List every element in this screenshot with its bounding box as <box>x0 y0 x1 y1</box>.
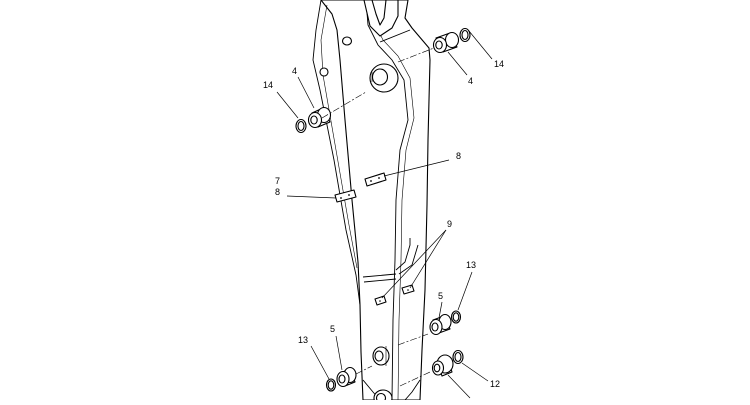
lower-boss <box>372 346 390 366</box>
seal-ring-13-right <box>450 310 462 324</box>
plate-7-8-left <box>334 189 357 203</box>
bushing-5-left <box>336 366 357 388</box>
seal-ring-12 <box>452 349 464 365</box>
leader-lines <box>276 30 493 399</box>
bushing-5-right <box>429 313 452 336</box>
plate-8-upper <box>364 172 387 187</box>
callout-5-right: 5 <box>438 291 443 301</box>
upper-boss <box>369 63 399 93</box>
flange-holes <box>319 36 353 77</box>
arm-body <box>312 0 431 401</box>
lower-cross-rib <box>362 273 397 278</box>
callout-8-left: 8 <box>275 187 280 197</box>
bushing-4-right <box>432 31 460 54</box>
pad-9-left <box>374 295 387 306</box>
callout-labels: 4 14 14 4 8 7 8 9 13 5 5 13 12 <box>263 59 504 389</box>
bushing-4-left <box>307 106 332 129</box>
pad-9-right <box>401 284 415 295</box>
axis-lower-right <box>397 333 429 346</box>
callout-13-left: 13 <box>298 335 308 345</box>
bushing-6-flanged <box>431 354 454 377</box>
callout-4-upper-left: 4 <box>292 66 297 76</box>
arm-center-edge <box>365 0 409 401</box>
callout-7: 7 <box>275 176 280 186</box>
seal-ring-13-left <box>325 378 337 392</box>
top-bracket <box>363 0 399 37</box>
seal-ring-14-right <box>459 27 471 43</box>
seal-ring-14-left <box>295 118 307 134</box>
lower-gusset <box>395 238 411 271</box>
axis-upper-left <box>321 91 367 119</box>
arm-left-flange <box>312 0 361 306</box>
callout-8-upper: 8 <box>456 151 461 161</box>
axis-upper-right <box>397 47 435 63</box>
callout-4-upper-right: 4 <box>468 76 473 86</box>
callout-12: 12 <box>490 379 500 389</box>
callout-9: 9 <box>447 219 452 229</box>
callout-5-left: 5 <box>330 324 335 334</box>
top-cross-rib <box>379 29 411 43</box>
callout-13-right: 13 <box>466 260 476 270</box>
callout-14-upper-right: 14 <box>494 59 504 69</box>
callout-14-upper-left: 14 <box>263 80 273 90</box>
